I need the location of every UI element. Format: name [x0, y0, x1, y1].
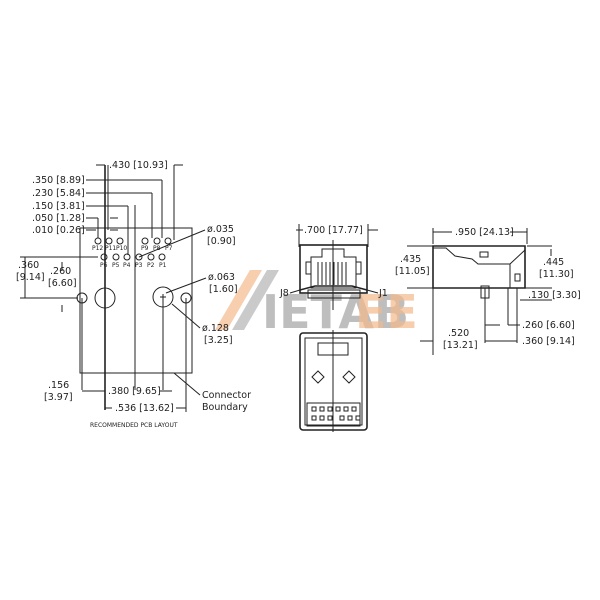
svg-text:P4: P4	[123, 262, 131, 269]
small-hole-right	[180, 292, 192, 304]
svg-text:P7: P7	[165, 245, 173, 252]
svg-text:ø.128: ø.128	[202, 323, 229, 334]
svg-text:.445: .445	[543, 257, 564, 268]
svg-text:[11.30]: [11.30]	[539, 269, 574, 280]
svg-text:[3.25]: [3.25]	[204, 335, 233, 346]
svg-text:.156: .156	[48, 380, 69, 391]
svg-text:.700 [17.77]: .700 [17.77]	[304, 225, 363, 236]
svg-text:P6: P6	[100, 262, 108, 269]
svg-text:.230 [5.84]: .230 [5.84]	[32, 188, 85, 199]
pcb-layout-view: P12 P11 P10 P9 P8 P7 P6 P5 P4 P3 P2 P1	[16, 160, 251, 429]
svg-text:P3: P3	[135, 262, 143, 269]
label-j8: J8	[279, 288, 289, 299]
svg-text:[9.14]: [9.14]	[16, 272, 45, 283]
svg-text:.360: .360	[18, 260, 39, 271]
dim-430: .430 [10.93]	[109, 160, 168, 171]
svg-text:P9: P9	[141, 245, 149, 252]
svg-text:[1.60]: [1.60]	[209, 284, 238, 295]
svg-text:P11: P11	[105, 245, 116, 252]
svg-text:Boundary: Boundary	[202, 402, 248, 413]
svg-text:.380 [9.65]: .380 [9.65]	[108, 386, 161, 397]
svg-text:.435: .435	[400, 254, 421, 265]
svg-text:[3.97]: [3.97]	[44, 392, 73, 403]
svg-text:P8: P8	[153, 245, 161, 252]
svg-text:[0.90]: [0.90]	[207, 236, 236, 247]
svg-text:Connector: Connector	[202, 390, 251, 401]
watermark-text-orange: EE	[355, 285, 418, 339]
svg-text:[13.21]: [13.21]	[443, 340, 478, 351]
pin-row-top: P12 P11 P10 P9 P8 P7	[92, 237, 173, 252]
svg-text:.950 [24.13]: .950 [24.13]	[455, 227, 514, 238]
svg-text:P1: P1	[159, 262, 167, 269]
svg-text:.150 [3.81]: .150 [3.81]	[32, 201, 85, 212]
connector-boundary-outline	[79, 227, 193, 374]
svg-text:P5: P5	[112, 262, 120, 269]
watermark-stripe-gray	[232, 270, 279, 330]
svg-text:.520: .520	[448, 328, 469, 339]
pin-row-bottom: P6 P5 P4 P3 P2 P1	[100, 253, 167, 269]
svg-text:P10: P10	[116, 245, 127, 252]
svg-text:.260 [6.60]: .260 [6.60]	[522, 320, 575, 331]
svg-text:ø.063: ø.063	[208, 272, 235, 283]
watermark-text-gray: IETAB	[262, 285, 409, 339]
front-view: .700 [17.77] J8 J1	[279, 224, 388, 310]
svg-text:P12: P12	[92, 245, 103, 252]
svg-text:ø.035: ø.035	[207, 224, 234, 235]
svg-text:.130 [3.30]: .130 [3.30]	[528, 290, 581, 301]
svg-text:.050 [1.28]: .050 [1.28]	[32, 213, 85, 224]
watermark-stripe-orange	[215, 270, 262, 330]
svg-text:.010 [0.26]: .010 [0.26]	[32, 225, 85, 236]
svg-text:[11.05]: [11.05]	[395, 266, 430, 277]
svg-text:P2: P2	[147, 262, 155, 269]
svg-text:.536 [13.62]: .536 [13.62]	[115, 403, 174, 414]
svg-text:.360 [9.14]: .360 [9.14]	[522, 336, 575, 347]
watermark-logo: IETAB EE	[215, 270, 418, 339]
label-j1: J1	[378, 288, 388, 299]
svg-text:[6.60]: [6.60]	[48, 278, 77, 289]
svg-text:.260: .260	[50, 266, 71, 277]
svg-text:.350 [8.89]: .350 [8.89]	[32, 175, 85, 186]
side-view: .950 [24.13] .435 [11.05] .445 [11.30] .…	[395, 227, 581, 355]
pcb-layout-caption: RECOMMENDED PCB LAYOUT	[90, 422, 178, 429]
bottom-view	[299, 330, 368, 432]
